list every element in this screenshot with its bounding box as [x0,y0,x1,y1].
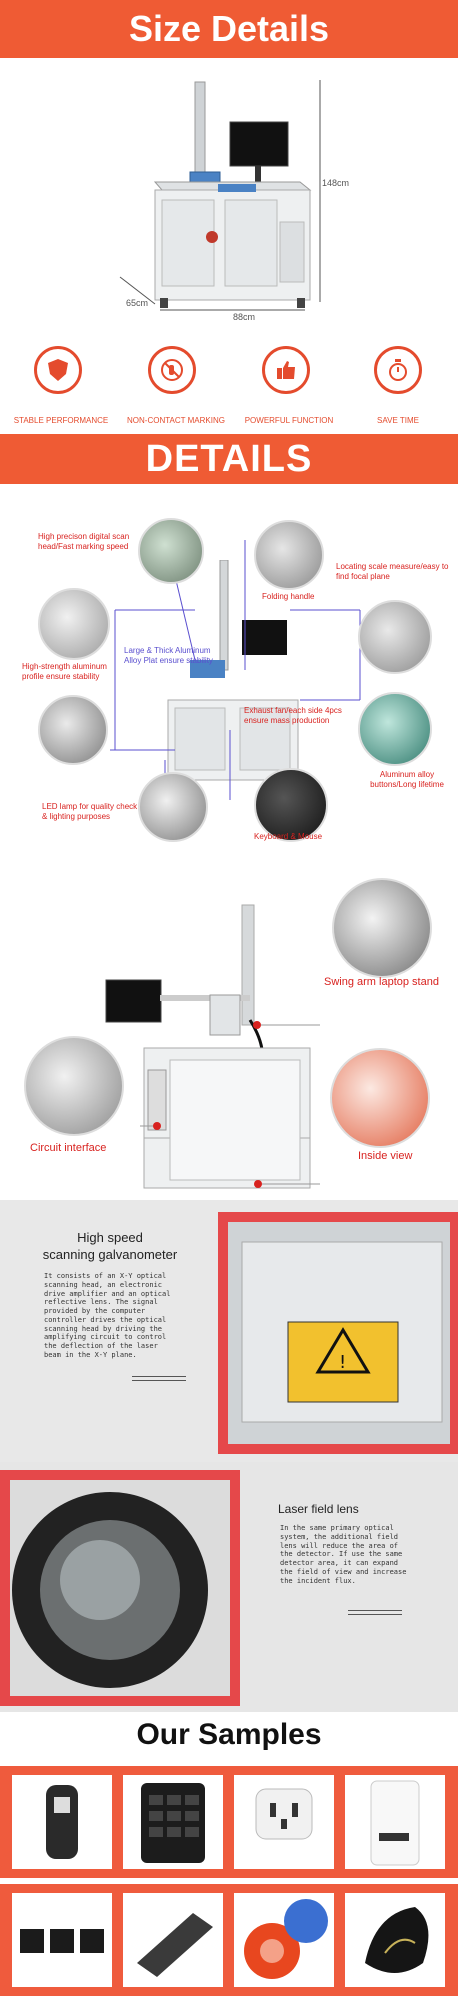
thumb-keyboard [254,768,328,842]
galvanometer-title-line1: High speed [77,1230,143,1245]
thumb-circuit [24,1036,124,1136]
sample-vape [345,1775,445,1869]
samples-title: Our Samples [136,1718,322,1751]
no-touch-icon [148,346,196,394]
details-callout-area: High precison digital scan head/Fast mar… [0,500,458,870]
field-lens-photo-frame [0,1470,240,1706]
dimension-height-label: 148cm [322,178,350,188]
front-machine-image [105,904,320,1189]
callout-keyboard-mouse: Keyboard & Mouse [254,832,323,841]
field-lens-section: Laser field lens In the same primary opt… [0,1462,458,1712]
galvanometer-section: High speed scanning galvanometer It cons… [0,1200,458,1462]
stopwatch-icon [374,346,422,394]
thumb-locating-scale [358,600,432,674]
feature-label-powerful: POWERFUL FUNCTION [244,416,334,425]
galvanometer-title: High speed scanning galvanometer [20,1230,200,1264]
sample-memory [123,1893,223,1987]
callout-scan-head: High precison digital scan head/Fast mar… [38,532,130,551]
feature-stable [34,346,82,394]
feature-row: STABLE PERFORMANCE NON-CONTACT MARKING P… [0,346,458,426]
divider-line [348,1610,402,1611]
details-banner: DETAILS [0,434,458,484]
thumb-folding-handle [254,520,324,590]
thumb-swing-arm [332,878,432,978]
callout-swing-arm: Swing arm laptop stand [324,976,439,988]
front-view-area: Swing arm laptop stand Circuit interface… [0,870,458,1200]
thumb-buttons [358,692,432,766]
feature-label-stable: STABLE PERFORMANCE [13,416,109,425]
thumb-thick-plate [38,695,108,765]
callout-thick-aluminum: Large & Thick Aluminum Alloy Plat ensure… [124,646,213,665]
callout-inside-view: Inside view [358,1150,413,1162]
divider-line [348,1614,402,1615]
galvanometer-photo: ! [228,1222,450,1444]
size-details-title: Size Details [128,8,330,49]
machine-illustration [119,80,321,311]
field-lens-description: In the same primary optical system, the … [280,1524,407,1585]
shield-icon [34,346,82,394]
sample-plug [234,1775,334,1869]
galvanometer-description: It consists of an X-Y optical scanning h… [44,1272,171,1359]
feature-label-non-contact: NON-CONTACT MARKING [127,416,225,425]
callout-locating-scale: Locating scale measure/easy to find foca… [336,562,449,581]
field-lens-photo [10,1480,230,1696]
dimension-width-label: 88cm [233,312,256,322]
dimension-depth-label: 65cm [126,298,149,308]
thumb-aluminum-profile [38,588,110,660]
feature-save-time [374,346,422,394]
sample-chips [12,1893,112,1987]
thumbs-up-icon [262,346,310,394]
svg-text:!: ! [339,1352,346,1373]
thumb-scan-head [138,518,204,584]
thumb-led-lamp [138,772,208,842]
callout-aluminum-profile: High-strength aluminum profile ensure st… [22,662,107,681]
detail-machine-image [167,560,299,781]
sample-remote [12,1775,112,1869]
callout-led-lamp: LED lamp for quality check & lighting pu… [42,802,138,821]
divider-line [132,1380,186,1381]
size-details-banner: Size Details [0,0,458,58]
sample-keypad [123,1775,223,1869]
feature-non-contact [148,346,196,394]
callout-folding-handle: Folding handle [262,592,315,601]
feature-powerful [262,346,310,394]
callout-circuit-interface: Circuit interface [30,1142,107,1154]
galvanometer-photo-frame: ! [218,1212,458,1454]
callout-exhaust-fan: Exhaust fan/each side 4pcs ensure mass p… [244,706,342,725]
sample-mouse-shell [345,1893,445,1987]
details-title: DETAILS [145,437,313,480]
callout-aluminum-buttons: Aluminum alloy buttons/Long lifetime [370,770,444,789]
field-lens-title: Laser field lens [278,1502,359,1516]
sample-caps [234,1893,334,1987]
divider-line [132,1376,186,1377]
feature-label-save-time: SAVE TIME [377,416,419,425]
thumb-inside [330,1048,430,1148]
galvanometer-title-line2: scanning galvanometer [42,1246,178,1262]
